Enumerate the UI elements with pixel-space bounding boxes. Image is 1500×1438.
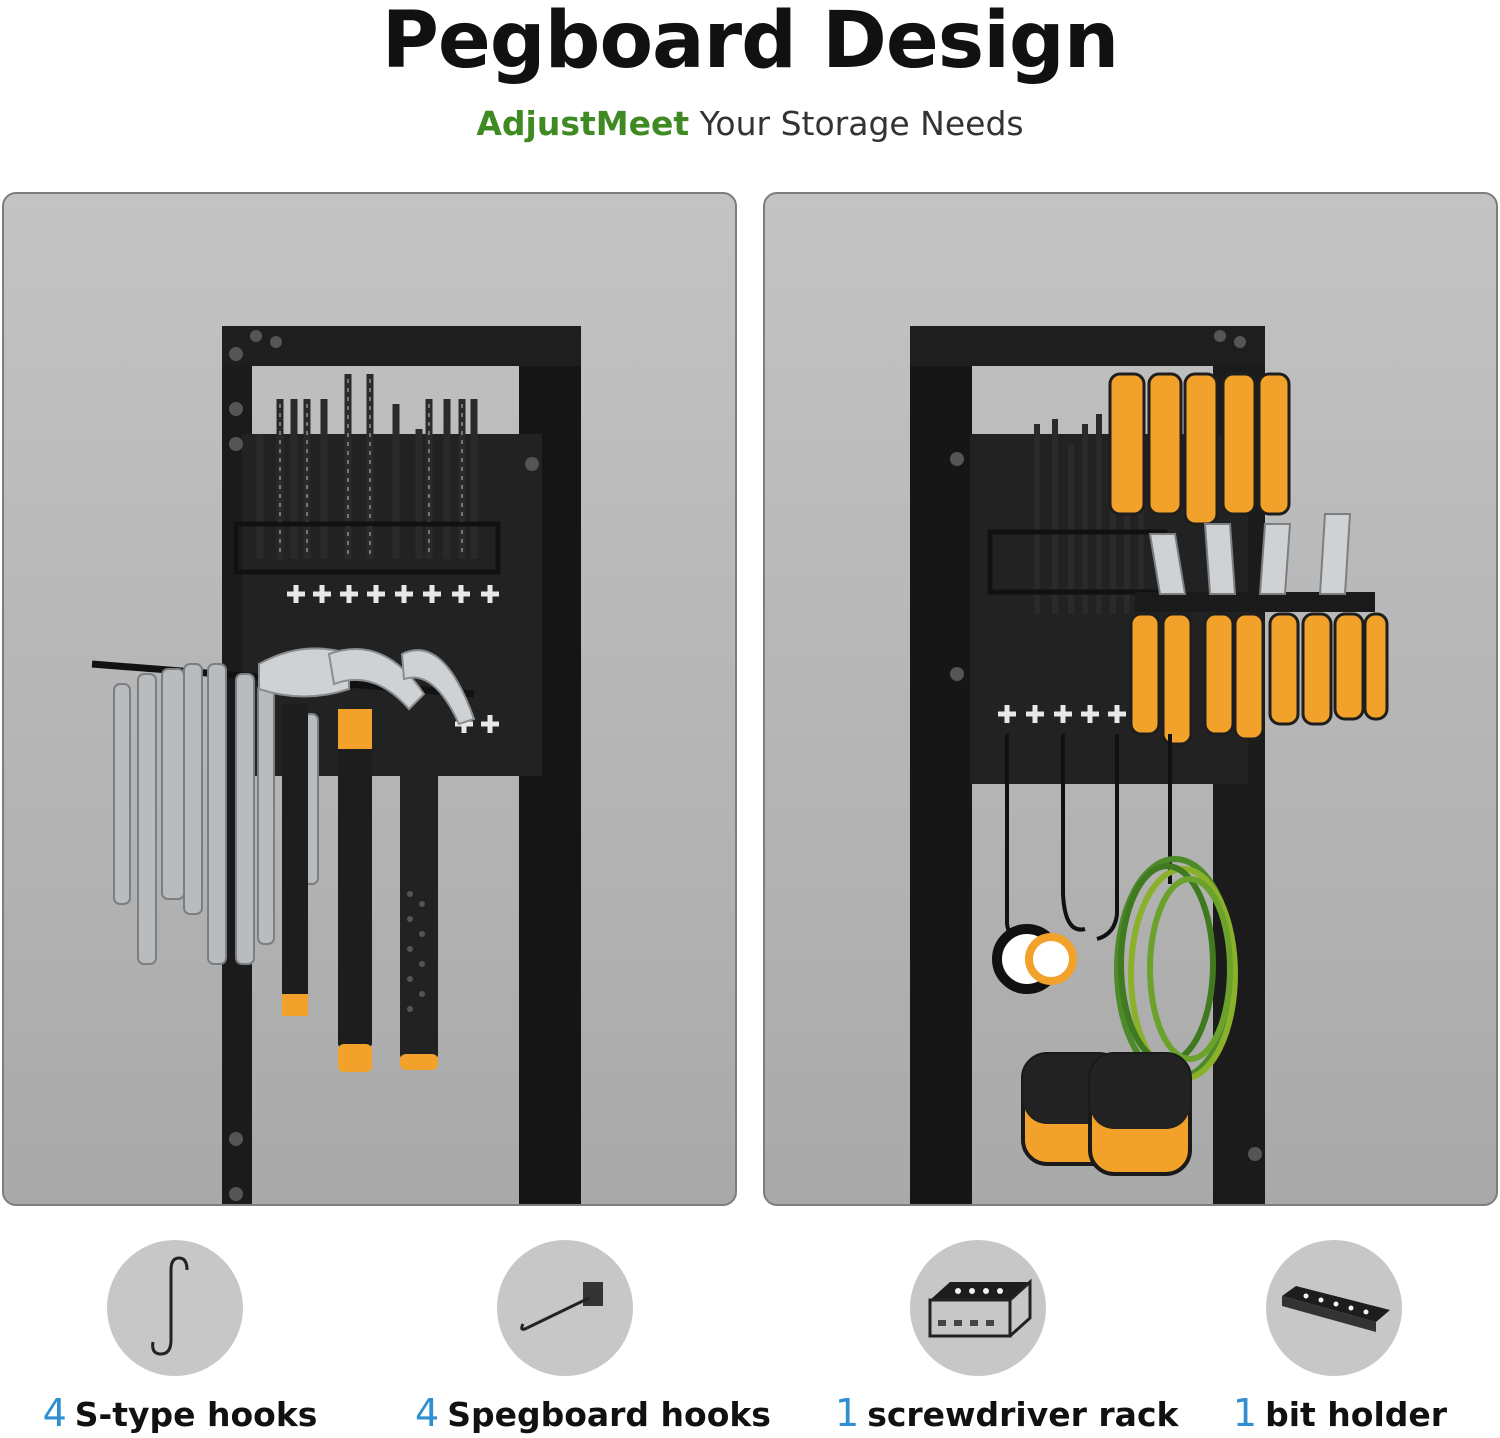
accessory-text: S-type hooks xyxy=(74,1395,318,1434)
accessory-quantity: 4 xyxy=(42,1391,67,1435)
subtitle-accent: AdjustMeet xyxy=(476,104,690,143)
accessory-text: bit holder xyxy=(1265,1395,1448,1434)
accessory-quantity: 1 xyxy=(1232,1391,1258,1435)
accessory-circle xyxy=(497,1240,633,1376)
page-subtitle: AdjustMeet Your Storage Needs xyxy=(0,103,1500,145)
bit-holder-icon xyxy=(1282,1286,1390,1332)
right-product-photo xyxy=(763,192,1498,1206)
subtitle-rest: Your Storage Needs xyxy=(699,104,1024,143)
left-product-photo xyxy=(2,192,737,1206)
s-hook-icon xyxy=(151,1256,189,1356)
pegboard-wrenches-hammers-illustration xyxy=(91,326,581,1204)
screwdriver-rack-icon xyxy=(928,1278,1032,1338)
pegboard-hook-icon xyxy=(520,1282,603,1331)
page-title: Pegboard Design xyxy=(381,0,1120,86)
accessory-text: Spegboard hooks xyxy=(447,1395,771,1434)
accessory-circle xyxy=(910,1240,1046,1376)
accessory-circle xyxy=(107,1240,243,1376)
accessory-circle xyxy=(1266,1240,1402,1376)
pegboard-screwdrivers-pliers-illustration xyxy=(910,326,1389,1204)
accessory-text: screwdriver rack xyxy=(867,1395,1179,1434)
accessory-quantity: 1 xyxy=(835,1391,860,1435)
accessory-quantity: 4 xyxy=(415,1391,440,1435)
